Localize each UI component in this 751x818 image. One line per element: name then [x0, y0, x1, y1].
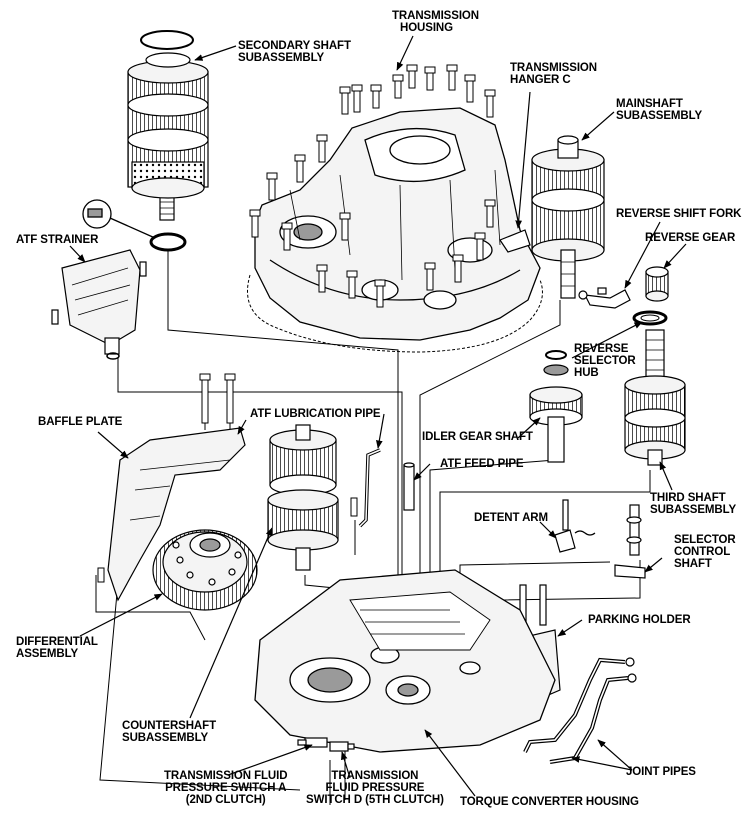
detent-arm: [554, 499, 596, 553]
differential-assembly: [152, 529, 258, 611]
label-line: SELECTOR: [574, 355, 636, 367]
o-ring-callout: [82, 199, 187, 252]
label-detent-arm: DETENT ARM: [474, 512, 548, 524]
label-line: TRANSMISSION: [392, 10, 479, 22]
label-line: FLUID PRESSURE: [325, 782, 425, 794]
reverse-gear: [645, 266, 669, 302]
label-pressure-switch-d: TRANSMISSION FLUID PRESSURE SWITCH D (5T…: [306, 770, 444, 806]
label-reverse-shift-fork: REVERSE SHIFT FORK: [616, 208, 741, 220]
label-line: ASSEMBLY: [16, 648, 79, 660]
label-line: ATF FEED PIPE: [440, 458, 524, 470]
pressure-switch-d: [329, 741, 355, 752]
label-baffle-plate: BAFFLE PLATE: [38, 416, 122, 428]
label-line: HUB: [574, 367, 599, 379]
label-line: SUBASSEMBLY: [238, 52, 325, 64]
label-line: REVERSE GEAR: [645, 232, 736, 244]
housing-bolts: [249, 64, 496, 308]
baffle-plate: [107, 427, 246, 602]
joint-pipes: [523, 657, 637, 764]
label-line: DETENT ARM: [474, 512, 548, 524]
label-line: SECONDARY SHAFT: [238, 40, 351, 52]
label-line: JOINT PIPES: [626, 766, 696, 778]
label-parking-holder: PARKING HOLDER: [588, 614, 691, 626]
label-line: PARKING HOLDER: [588, 614, 691, 626]
label-atf-feed-pipe: ATF FEED PIPE: [440, 458, 524, 470]
idler-gear-shaft: [529, 350, 583, 463]
label-line: SWITCH D (5TH CLUTCH): [306, 794, 444, 806]
label-joint-pipes: JOINT PIPES: [626, 766, 696, 778]
label-line: PRESSURE SWITCH A: [165, 782, 287, 794]
label-atf-lubrication-pipe: ATF LUBRICATION PIPE: [250, 408, 381, 420]
label-line: SHAFT: [674, 558, 712, 570]
label-line: HOUSING: [400, 22, 453, 34]
label-countershaft-subassembly: COUNTERSHAFT SUBASSEMBLY: [122, 720, 216, 744]
label-line: DIFFERENTIAL: [16, 636, 98, 648]
label-line: BAFFLE PLATE: [38, 416, 123, 428]
torque-converter-housing: [254, 569, 556, 753]
label-mainshaft-subassembly: MAINSHAFT SUBASSEMBLY: [616, 98, 702, 122]
label-line: IDLER GEAR SHAFT: [422, 431, 533, 443]
label-line: MAINSHAFT: [616, 98, 683, 110]
selector-control-shaft: [614, 504, 646, 579]
label-line: TRANSMISSION: [331, 770, 419, 782]
label-line: HANGER C: [510, 74, 571, 86]
label-selector-control-shaft: SELECTOR CONTROL SHAFT: [674, 534, 736, 570]
atf-strainer: [51, 249, 147, 360]
third-shaft-subassembly: [624, 329, 686, 466]
baffle-bolts: [97, 373, 236, 583]
label-line: TRANSMISSION FLUID: [164, 770, 288, 782]
label-reverse-selector-hub: REVERSE SELECTOR HUB: [574, 343, 636, 379]
label-line: COUNTERSHAFT: [122, 720, 216, 732]
label-atf-strainer: ATF STRAINER: [16, 234, 98, 246]
label-line: ATF LUBRICATION PIPE: [250, 408, 381, 420]
reverse-shift-fork: [578, 287, 631, 309]
secondary-shaft-subassembly: [127, 30, 209, 221]
label-line: SUBASSEMBLY: [122, 732, 209, 744]
label-line: TORQUE CONVERTER HOUSING: [460, 796, 639, 808]
atf-feed-pipe: [403, 462, 415, 511]
label-secondary-shaft-subassembly: SECONDARY SHAFT SUBASSEMBLY: [238, 40, 351, 64]
label-line: REVERSE SHIFT FORK: [616, 208, 742, 220]
atf-lubrication-pipe: [358, 448, 381, 528]
label-third-shaft-subassembly: THIRD SHAFT SUBASSEMBLY: [650, 492, 736, 516]
label-idler-gear-shaft: IDLER GEAR SHAFT: [422, 431, 533, 443]
label-line: SELECTOR: [674, 534, 736, 546]
label-line: SUBASSEMBLY: [650, 504, 737, 516]
label-line: SUBASSEMBLY: [616, 110, 703, 122]
label-line: (2ND CLUTCH): [185, 794, 266, 806]
label-reverse-gear: REVERSE GEAR: [645, 232, 735, 244]
label-transmission-hanger-c: TRANSMISSION HANGER C: [510, 62, 597, 86]
label-line: THIRD SHAFT: [650, 492, 726, 504]
label-transmission-housing: TRANSMISSION HOUSING: [392, 10, 479, 34]
label-line: TRANSMISSION: [510, 62, 597, 74]
label-line: REVERSE: [574, 343, 629, 355]
label-line: ATF STRAINER: [16, 234, 99, 246]
label-differential-assembly: DIFFERENTIAL ASSEMBLY: [16, 636, 98, 660]
mainshaft-subassembly: [531, 135, 605, 299]
countershaft-subassembly: [267, 424, 339, 571]
pressure-switch-a: [297, 737, 328, 748]
transmission-hanger-c: [499, 229, 531, 253]
label-line: CONTROL: [674, 546, 731, 558]
reverse-selector-hub: [632, 310, 668, 326]
leader-lines: [69, 35, 687, 797]
transmission-housing: [247, 107, 543, 353]
label-pressure-switch-a: TRANSMISSION FLUID PRESSURE SWITCH A (2N…: [164, 770, 288, 806]
label-torque-converter-housing: TORQUE CONVERTER HOUSING: [460, 796, 639, 808]
